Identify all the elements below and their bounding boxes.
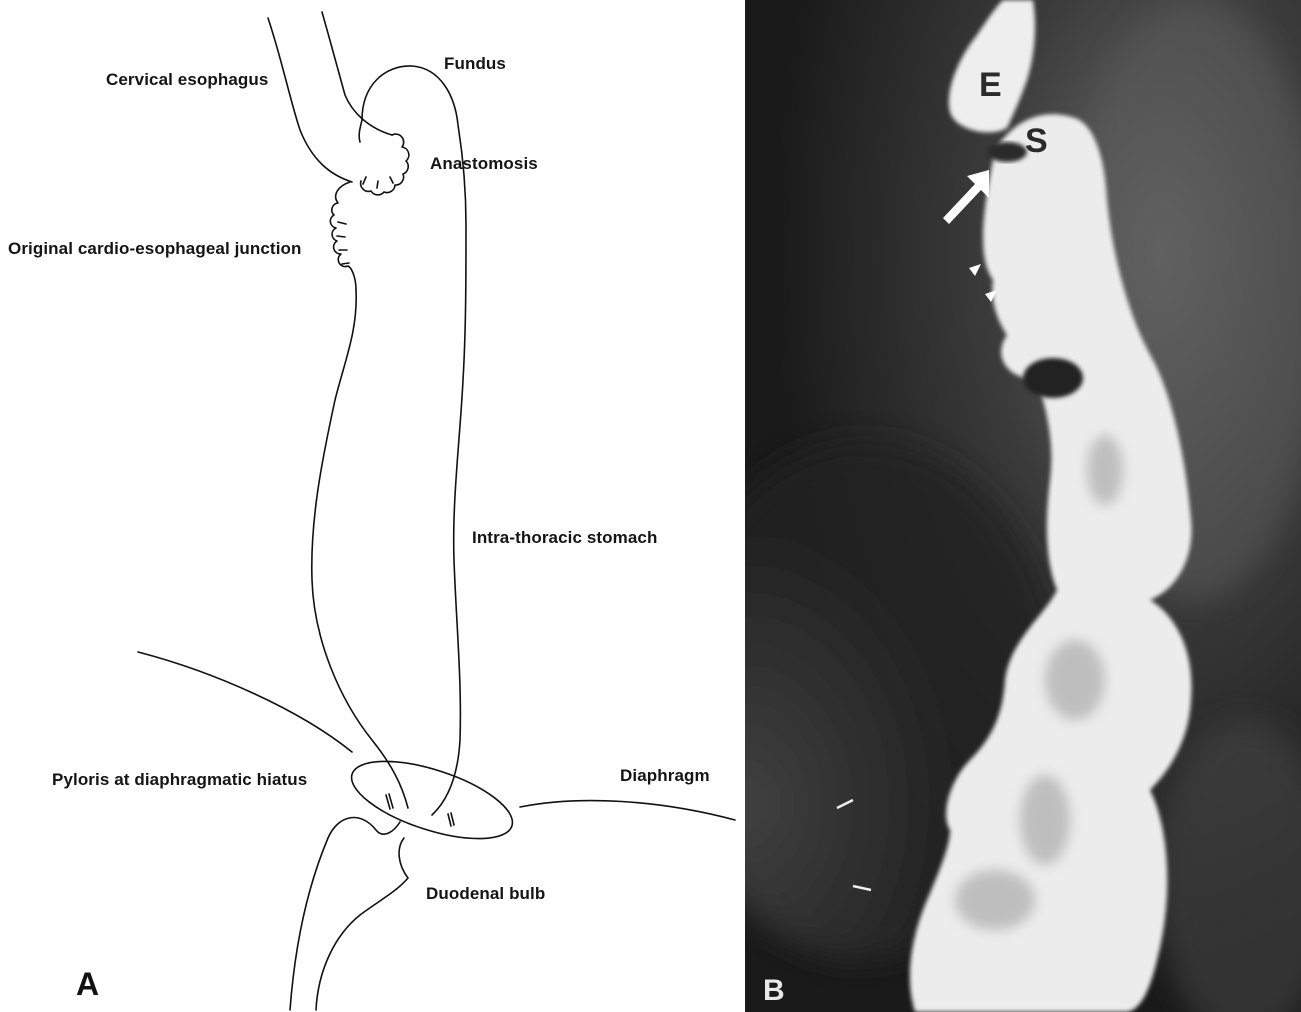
mucosal-fold-2	[1020, 775, 1070, 865]
label-pyloris: Pyloris at diaphragmatic hiatus	[52, 770, 307, 790]
mucosal-fold-3	[955, 870, 1035, 930]
label-anastomosis: Anastomosis	[430, 154, 538, 174]
label-original-junction: Original cardio-esophageal junction	[8, 239, 302, 259]
hiatus-ellipse	[343, 746, 521, 855]
esophagus-right-wall	[322, 12, 392, 135]
label-duodenal-bulb: Duodenal bulb	[426, 884, 545, 904]
xray-image	[745, 0, 1301, 1012]
duodenal-bulb-outline	[290, 818, 408, 1010]
anastomosis-sutures	[361, 134, 409, 195]
panel-a-diagram: Cervical esophagus Fundus Anastomosis Or…	[0, 0, 745, 1012]
label-intra-thoracic-stomach: Intra-thoracic stomach	[472, 528, 657, 548]
original-junction-sutures	[330, 182, 356, 290]
anatomy-line-drawing	[0, 0, 745, 1012]
panel-a-letter: A	[76, 966, 99, 1003]
panel-b-letter: B	[763, 974, 785, 1008]
stomach-greater-curvature	[362, 66, 466, 815]
label-cervical-esophagus: Cervical esophagus	[106, 70, 268, 90]
marker-s: S	[1025, 122, 1048, 161]
stomach-lesser-curvature	[312, 290, 408, 808]
marker-e: E	[979, 66, 1002, 105]
dark-filling-defect	[1023, 358, 1083, 398]
diaphragm-right	[520, 801, 735, 820]
diaphragm-left-dome	[138, 652, 352, 752]
mucosal-fold-1	[1045, 640, 1105, 720]
panel-b-radiograph: E S B	[745, 0, 1301, 1012]
fundus-left-edge	[359, 120, 362, 142]
label-diaphragm: Diaphragm	[620, 766, 710, 786]
esophagus-left-wall	[268, 18, 352, 182]
pyloric-clip-2	[448, 813, 454, 826]
mucosal-fold-4	[1087, 435, 1123, 505]
junction-narrowing	[987, 142, 1027, 162]
pyloric-clip-1	[386, 794, 393, 809]
label-fundus: Fundus	[444, 54, 506, 74]
